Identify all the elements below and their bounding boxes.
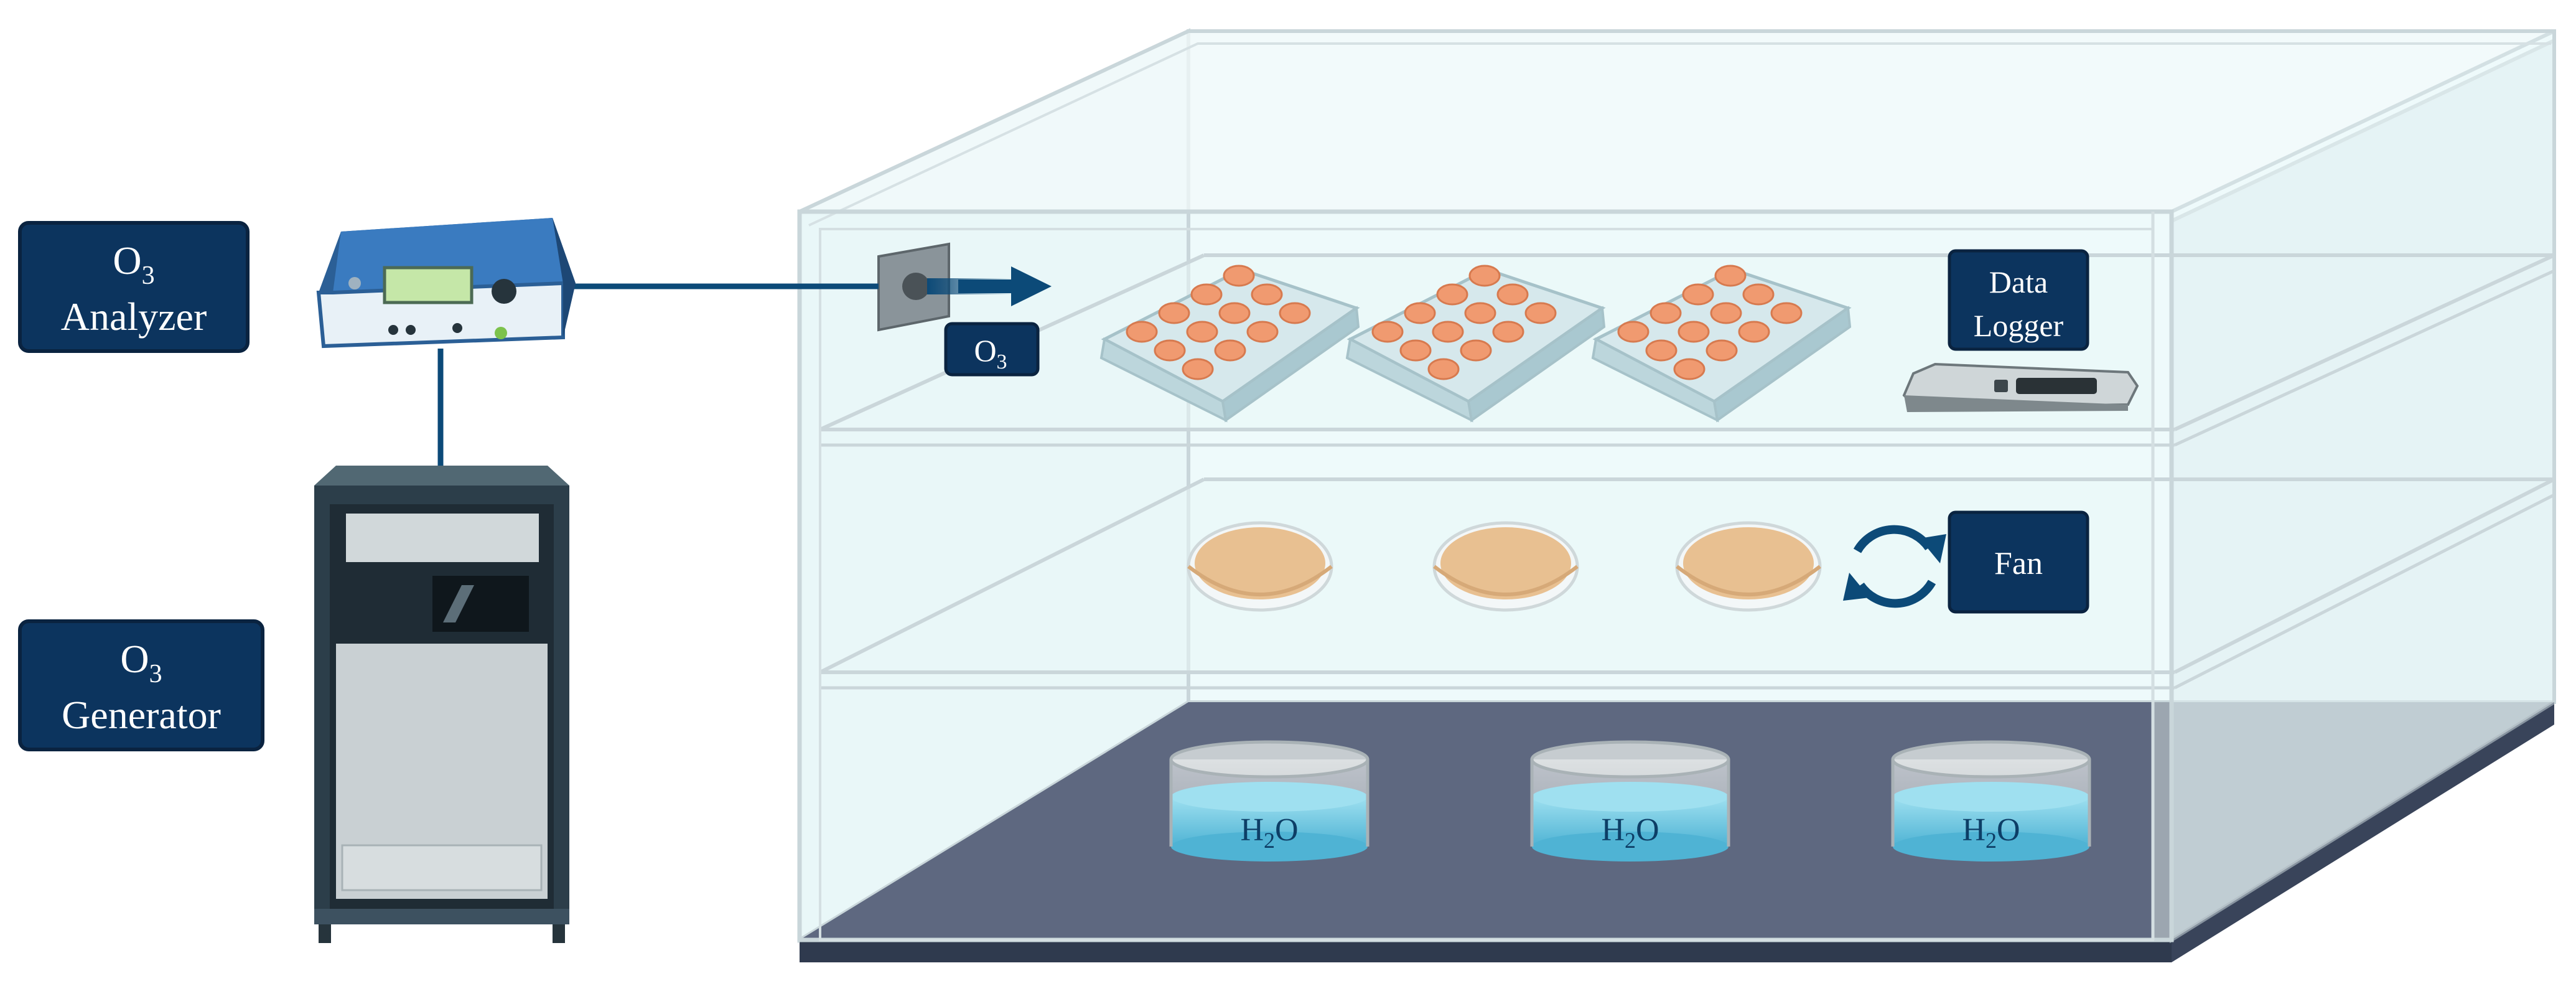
water-label: H2O <box>1240 812 1298 853</box>
petri-dish <box>1187 521 1333 612</box>
well <box>1436 283 1468 306</box>
ozone-generator-device <box>314 466 569 943</box>
petri-dishes <box>1187 521 1822 612</box>
well <box>1427 358 1460 380</box>
well <box>1182 358 1214 380</box>
well <box>1650 302 1682 324</box>
well <box>1678 321 1710 343</box>
well <box>1158 302 1190 324</box>
logger-label-line2: Logger <box>1974 308 2064 343</box>
well <box>1126 321 1158 343</box>
well <box>1742 283 1775 306</box>
fan-label-box: Fan <box>1948 510 2089 614</box>
inlet-label-box: O3 <box>944 322 1040 377</box>
generator-label-box: O3 Generator <box>18 619 264 751</box>
well-plate <box>1099 265 1360 423</box>
well <box>1682 283 1714 306</box>
well <box>1617 321 1650 343</box>
water-containers <box>1169 740 2091 862</box>
well <box>1770 302 1803 324</box>
water-label: H2O <box>1962 812 2020 853</box>
generator-label-line1: O3 <box>120 637 162 688</box>
well <box>1464 302 1496 324</box>
logger-label-line1: Data <box>1989 265 2048 299</box>
well <box>1246 321 1279 343</box>
well <box>1714 265 1747 287</box>
plate-wells <box>1617 265 1803 380</box>
well <box>1432 321 1464 343</box>
well <box>1524 302 1557 324</box>
petri-dish <box>1675 521 1822 612</box>
well <box>1460 339 1492 362</box>
chamber-front-frame <box>797 209 2174 942</box>
water-container <box>1530 740 1730 862</box>
ozone-inlet-port <box>877 242 1052 332</box>
well <box>1710 302 1742 324</box>
water-container <box>1891 740 2091 862</box>
analyzer-label-line1: O3 <box>113 238 154 290</box>
data-logger-device <box>1902 362 2139 412</box>
generator-label-line2: Generator <box>62 693 221 737</box>
well <box>1496 283 1529 306</box>
plate-wells <box>1126 265 1311 380</box>
well <box>1154 339 1186 362</box>
well <box>1190 283 1223 306</box>
well <box>1251 283 1283 306</box>
well <box>1186 321 1218 343</box>
well-plate <box>1591 265 1852 423</box>
analyzer-status-light <box>495 327 507 339</box>
petri-dish <box>1432 521 1579 612</box>
analyzer-label-line2: Analyzer <box>61 294 207 339</box>
well-plate <box>1345 265 1606 423</box>
analyzer-display <box>383 266 474 304</box>
well <box>1645 339 1678 362</box>
data-logger-label-box: Data Logger <box>1948 249 2089 351</box>
water-label: H2O <box>1601 812 1659 853</box>
well <box>1738 321 1770 343</box>
well <box>1706 339 1738 362</box>
gas-lines <box>437 283 879 470</box>
well <box>1673 358 1706 380</box>
well <box>1214 339 1246 362</box>
well <box>1218 302 1251 324</box>
well-plates <box>1099 265 1852 423</box>
well <box>1399 339 1432 362</box>
well <box>1468 265 1501 287</box>
well <box>1404 302 1436 324</box>
analyzer-label-box: O3 Analyzer <box>18 221 250 353</box>
well <box>1371 321 1404 343</box>
plate-wells <box>1371 265 1557 380</box>
chamber-base-side <box>2172 702 2554 962</box>
inlet-label: O3 <box>974 333 1007 373</box>
chamber-base-front <box>800 940 2172 962</box>
ozone-analyzer-device <box>316 218 576 349</box>
well <box>1223 265 1255 287</box>
fan-label: Fan <box>1994 546 2043 581</box>
water-container <box>1169 740 1370 862</box>
well <box>1492 321 1524 343</box>
well <box>1279 302 1311 324</box>
analyzer-knob <box>492 279 516 304</box>
